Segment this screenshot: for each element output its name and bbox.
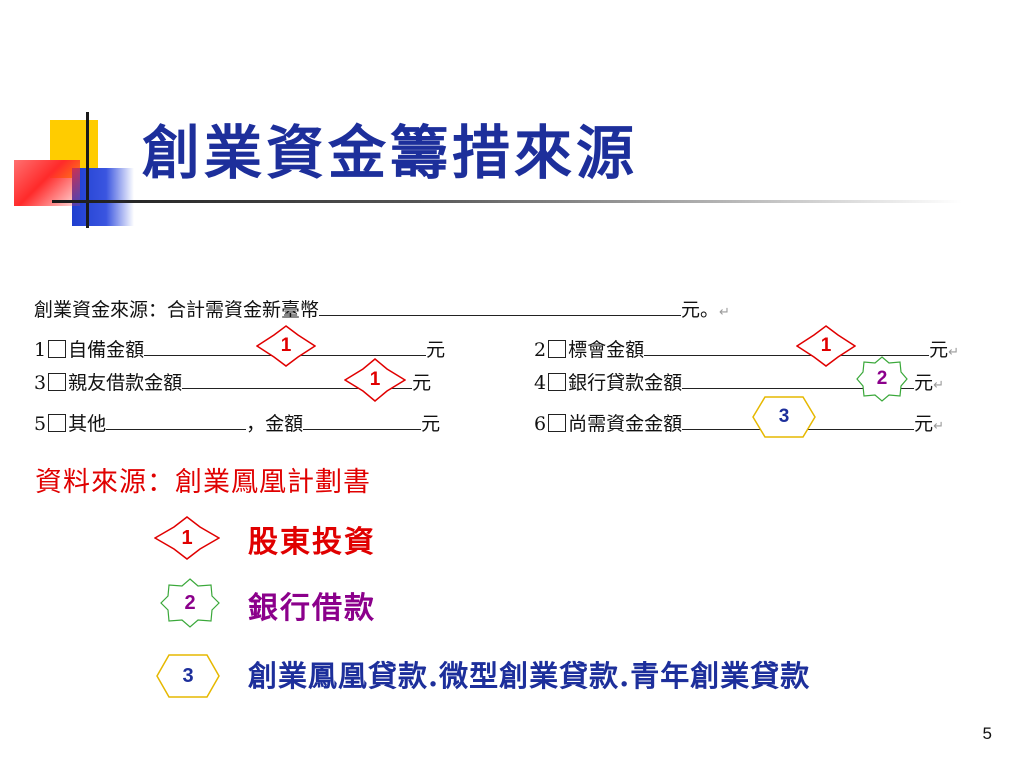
badge-2-bank-loan: 2	[856, 356, 908, 402]
row-blank	[682, 370, 915, 389]
star-badge-icon	[256, 325, 316, 367]
form-row-6: 6 尚需資金金額 元↵	[534, 411, 944, 439]
star-badge-icon	[156, 654, 220, 698]
legend-badge-1: 1	[154, 516, 220, 560]
row-blank	[106, 411, 247, 430]
form-row-3: 3 親友借款金額 元	[34, 370, 431, 395]
row-label: 其他	[68, 413, 107, 435]
badge-number: 2	[876, 368, 888, 389]
checkbox	[548, 340, 567, 358]
legend-number: 3	[182, 664, 194, 687]
checkbox	[48, 414, 67, 432]
row-number: 1	[34, 339, 47, 361]
row-unit: 元	[929, 339, 949, 361]
star-badge-icon	[752, 396, 816, 438]
checkbox	[548, 414, 567, 432]
row-label: 親友借款金額	[68, 372, 183, 394]
return-mark: ↵	[948, 345, 960, 360]
row-label: 銀行貸款金額	[568, 372, 683, 394]
badge-1-self-funds: 1	[256, 325, 316, 367]
badge-3-remaining-funds: 3	[752, 396, 816, 438]
legend-label-bank-borrowing: 銀行借款	[248, 591, 376, 626]
star-badge-icon	[796, 325, 856, 367]
return-mark: ↵	[719, 305, 730, 320]
row-label: 尚需資金金額	[568, 413, 683, 435]
row-label: 標會金額	[568, 339, 645, 361]
row-number: 4	[534, 372, 547, 394]
badge-1-rotating-fund: 1	[796, 325, 856, 367]
badge-number: 1	[369, 369, 381, 390]
star-badge-icon	[154, 516, 220, 560]
row-unit: 元	[421, 413, 441, 435]
checkbox	[548, 373, 567, 391]
page-title: 創業資金籌措來源	[142, 119, 639, 187]
row-unit: 元	[914, 372, 934, 394]
legend-number: 2	[184, 591, 196, 614]
page-number: 5	[982, 724, 992, 743]
star-badge-icon	[856, 356, 908, 402]
legend-badge-3: 3	[156, 654, 220, 698]
legend-label-startup-loans: 創業鳳凰貸款.微型創業貸款.青年創業貸款	[248, 659, 811, 693]
row-unit: 元	[914, 413, 934, 435]
row-unit: 元	[412, 372, 432, 394]
row-blank	[644, 337, 930, 356]
total-blank	[319, 297, 682, 316]
form-row-5: 5 其他 ，金額 元	[34, 411, 440, 436]
return-mark: ↵	[933, 419, 945, 434]
row-number: 5	[34, 413, 47, 435]
badge-number: 1	[820, 335, 832, 356]
total-label: 創業資金來源：合計需資金新臺幣	[34, 299, 320, 321]
row-blank	[182, 370, 413, 389]
title-underline	[52, 200, 962, 203]
deco-blue-square	[72, 168, 134, 226]
star-badge-icon	[344, 358, 406, 402]
form-line-total: 創業資金來源：合計需資金新臺幣 元。↵	[34, 297, 730, 325]
badge-number: 1	[280, 335, 292, 356]
row-label: 自備金額	[68, 339, 145, 361]
legend-label-shareholder-investment: 股東投資	[248, 525, 376, 560]
row-number: 6	[534, 413, 547, 435]
checkbox	[48, 340, 67, 358]
row-number: 2	[534, 339, 547, 361]
badge-number: 3	[778, 406, 790, 427]
deco-vertical-line	[86, 112, 89, 228]
legend-badge-2: 2	[160, 578, 220, 628]
badge-1-family-loan: 1	[344, 358, 406, 402]
checkbox	[48, 373, 67, 391]
form-row-4: 4 銀行貸款金額 元↵	[534, 370, 944, 398]
star-badge-icon	[160, 578, 220, 628]
source-note: 資料來源：創業鳳凰計劃書	[35, 467, 371, 498]
form-row-2: 2 標會金額 元↵	[534, 337, 959, 365]
deco-red-square	[14, 160, 80, 206]
row-blank-2	[303, 411, 422, 430]
return-mark: ↵	[933, 378, 945, 393]
row-number: 3	[34, 372, 47, 394]
row-label-2: ，金額	[246, 413, 304, 435]
legend-number: 1	[181, 526, 193, 549]
total-unit: 元。	[681, 299, 720, 321]
row-unit: 元	[426, 339, 446, 361]
